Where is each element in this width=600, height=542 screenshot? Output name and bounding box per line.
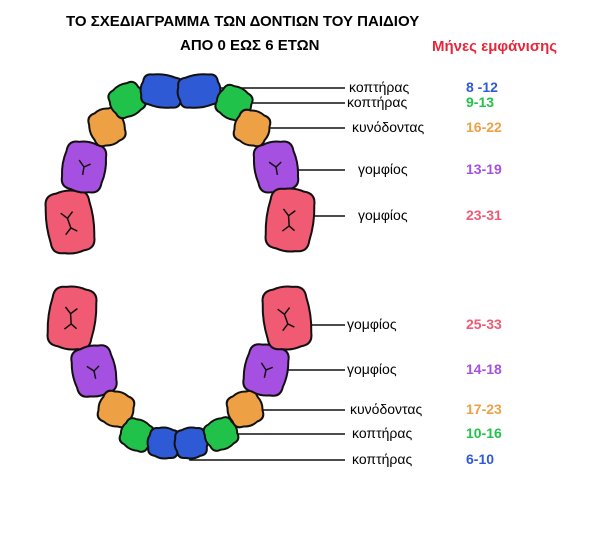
lower-lateral-incisor-right-tooth xyxy=(202,416,240,452)
teeth xyxy=(44,73,316,460)
lower-jaw-tooth-label: κοπτήρας xyxy=(352,451,413,467)
upper-jaw-tooth-label: κοπτήρας xyxy=(347,94,408,110)
lower-molar-2-left-tooth xyxy=(46,285,98,351)
lower-jaw-months-label: 25-33 xyxy=(466,316,502,332)
lower-jaw-months-label: 14-18 xyxy=(466,361,502,377)
upper-jaw-months-label: 23-31 xyxy=(466,207,502,223)
lower-lateral-incisor-left-tooth xyxy=(118,417,156,453)
upper-jaw-months-label: 9-13 xyxy=(466,94,495,110)
lower-jaw-months-label: 10-16 xyxy=(466,425,502,441)
upper-jaw-tooth-label: γομφίος xyxy=(358,161,408,177)
upper-molar-1-right-tooth xyxy=(252,140,300,194)
lower-jaw-months-label: 6-10 xyxy=(466,451,495,467)
upper-central-incisor-right-tooth xyxy=(176,73,222,109)
diagram-title: ΤΟ ΣΧΕΔΙΑΓΡΑΜΜΑ ΤΩΝ ΔΟΝΤΙΩΝ ΤΟΥ ΠΑΙΔΙΟΥ xyxy=(66,13,420,30)
lower-molar-2-right-tooth xyxy=(261,285,313,351)
lower-jaw-tooth-label: γομφίος xyxy=(347,361,397,377)
diagram-subtitle: ΑΠΟ 0 ΕΩΣ 6 ΕΤΩΝ xyxy=(180,37,320,54)
upper-canine-right-tooth xyxy=(232,108,272,148)
lower-jaw-months-label: 17-23 xyxy=(466,401,502,417)
lower-jaw-tooth-label: κοπτήρας xyxy=(352,425,413,441)
upper-jaw-months-label: 16-22 xyxy=(466,119,502,135)
upper-jaw-months-label: 13-19 xyxy=(466,161,502,177)
upper-jaw-tooth-label: κοπτήρας xyxy=(349,79,410,95)
lower-jaw-tooth-label: κυνόδοντας xyxy=(350,401,423,417)
upper-jaw-tooth-label: κυνόδοντας xyxy=(352,119,425,135)
lower-molar-1-right-tooth xyxy=(242,343,290,397)
months-header: Μήνες εμφάνισης xyxy=(432,38,558,55)
lower-canine-left-tooth xyxy=(96,389,136,429)
lower-jaw-tooth-label: γομφίος xyxy=(347,316,397,332)
upper-lateral-incisor-left-tooth xyxy=(107,80,147,120)
lower-central-incisor-right-tooth xyxy=(173,426,209,460)
upper-molar-2-right-tooth xyxy=(264,187,316,253)
upper-jaw-months-label: 8 -12 xyxy=(466,79,498,95)
upper-jaw-tooth-label: γομφίος xyxy=(358,207,408,223)
upper-molar-2-left-tooth xyxy=(44,189,96,255)
